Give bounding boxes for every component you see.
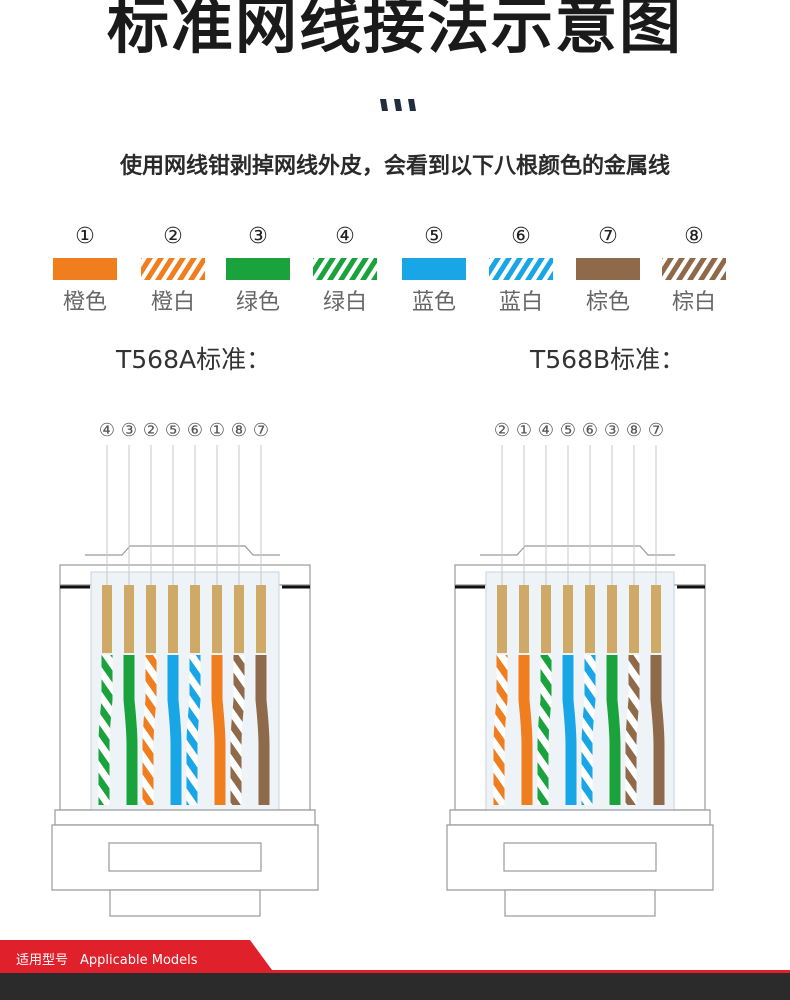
decorative-marks-icon	[380, 99, 416, 111]
pin-order-label: ④	[538, 420, 554, 441]
legend-number: ⑤	[424, 224, 444, 249]
pin-contact	[563, 585, 573, 653]
pin-order-label: ⑦	[648, 420, 664, 441]
footer-banner	[0, 940, 790, 1000]
legend-label: 棕白	[671, 290, 716, 315]
pin-order-label: ⑥	[582, 420, 598, 441]
footer-label: 适用型号 Applicable Models	[16, 949, 198, 968]
legend-swatch	[662, 258, 726, 280]
pin-order-label: ③	[121, 420, 137, 441]
wire-striped	[186, 655, 201, 805]
legend-swatch	[141, 258, 205, 280]
pin-order-label: ③	[604, 420, 620, 441]
legend-number: ④	[335, 224, 355, 249]
wire-striped	[142, 655, 157, 805]
pin-contact	[541, 585, 551, 653]
connector-housing	[51, 809, 319, 917]
wire-solid	[518, 655, 533, 805]
wire-striped	[98, 655, 113, 805]
pin-order-label: ⑤	[560, 420, 576, 441]
pin-order-label: ⑥	[187, 420, 203, 441]
pin-order-label: ⑧	[231, 420, 247, 441]
pin-contact	[102, 585, 112, 653]
t568b-title: T568B标准：	[530, 345, 686, 374]
pin-order-label: ②	[494, 420, 510, 441]
wire-solid	[123, 655, 138, 805]
pin-order-label: ①	[516, 420, 532, 441]
legend-number: ⑧	[684, 224, 704, 249]
legend-swatch	[402, 258, 466, 280]
pin-contact	[212, 585, 222, 653]
pin-contact	[190, 585, 200, 653]
pin-contact	[629, 585, 639, 653]
wire-striped	[581, 655, 596, 805]
t568a-title: T568A标准：	[116, 345, 272, 374]
page-subtitle: 使用网线钳剥掉网线外皮，会看到以下八根颜色的金属线	[119, 154, 670, 179]
pin-contact	[256, 585, 266, 653]
footer-label-cn: 适用型号	[16, 953, 69, 968]
connector-housing	[446, 809, 714, 917]
pin-order-label: ②	[143, 420, 159, 441]
pin-contact	[497, 585, 507, 653]
pin-contact	[585, 585, 595, 653]
wire-striped	[493, 655, 508, 805]
legend-number: ⑦	[598, 224, 618, 249]
legend-label: 绿色	[235, 290, 280, 315]
footer-label-en: Applicable Models	[80, 953, 198, 968]
wire-striped	[230, 655, 245, 805]
wire-striped	[625, 655, 640, 805]
legend-label: 橙色	[62, 290, 107, 315]
legend-swatch	[576, 258, 640, 280]
pin-order-label: ⑧	[626, 420, 642, 441]
wire-solid	[562, 655, 577, 805]
pin-contact	[146, 585, 156, 653]
legend-number: ①	[75, 224, 95, 249]
legend-swatch	[226, 258, 290, 280]
pin-order-label: ⑦	[253, 420, 269, 441]
pin-contact	[607, 585, 617, 653]
legend-swatch	[489, 258, 553, 280]
wire-solid	[606, 655, 621, 805]
pin-contact	[519, 585, 529, 653]
pin-contact	[234, 585, 244, 653]
legend-label: 绿白	[322, 290, 367, 315]
legend-label: 橙白	[150, 290, 195, 315]
pin-order-label: ⑤	[165, 420, 181, 441]
wire-solid	[255, 655, 270, 805]
pin-contact	[124, 585, 134, 653]
legend-label: 蓝色	[411, 290, 456, 315]
wire-solid	[211, 655, 226, 805]
legend-swatch	[53, 258, 117, 280]
page-title: 标准网线接法示意图	[106, 0, 683, 62]
pin-order-label: ④	[99, 420, 115, 441]
legend-number: ③	[248, 224, 268, 249]
wire-striped	[537, 655, 552, 805]
wire-solid	[167, 655, 182, 805]
legend-swatch	[313, 258, 377, 280]
legend-number: ②	[163, 224, 183, 249]
wire-solid	[650, 655, 665, 805]
pin-contact	[651, 585, 661, 653]
legend-number: ⑥	[511, 224, 531, 249]
pin-order-label: ①	[209, 420, 225, 441]
legend-label: 棕色	[585, 290, 630, 315]
legend-label: 蓝白	[498, 290, 543, 315]
pin-contact	[168, 585, 178, 653]
